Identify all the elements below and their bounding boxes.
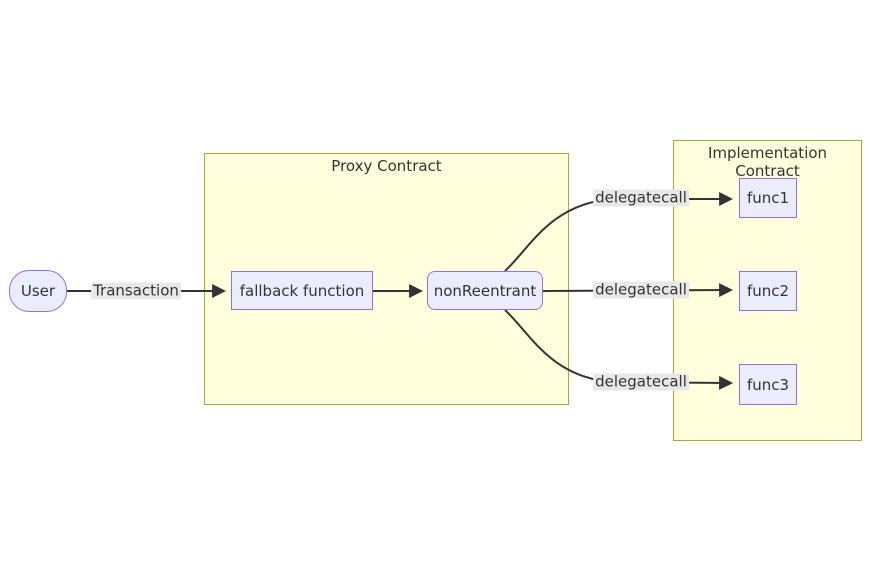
edge-label-delegatecall-3: delegatecall [593, 372, 689, 391]
node-user: User [9, 270, 67, 312]
cluster-implementation-contract-title: Implementation Contract [707, 144, 828, 180]
edge-label-delegatecall-2: delegatecall [593, 280, 689, 299]
node-nonreentrant: nonReentrant [427, 271, 543, 310]
node-fallback-function-label: fallback function [239, 281, 365, 300]
node-func1: func1 [739, 178, 797, 218]
edge-label-delegatecall-1: delegatecall [593, 188, 689, 207]
node-fallback-function: fallback function [231, 271, 373, 310]
edge-nonreentrant-to-func1 [504, 192, 734, 272]
node-func3: func3 [739, 364, 797, 405]
cluster-proxy-contract-title: Proxy Contract [331, 157, 442, 175]
node-func2-label: func2 [746, 282, 790, 300]
node-user-label: User [20, 282, 56, 300]
node-func3-label: func3 [746, 375, 790, 394]
node-nonreentrant-label: nonReentrant [433, 281, 537, 300]
node-func1-label: func1 [746, 189, 790, 207]
edge-label-transaction: Transaction [91, 281, 181, 300]
node-func2: func2 [739, 271, 797, 311]
